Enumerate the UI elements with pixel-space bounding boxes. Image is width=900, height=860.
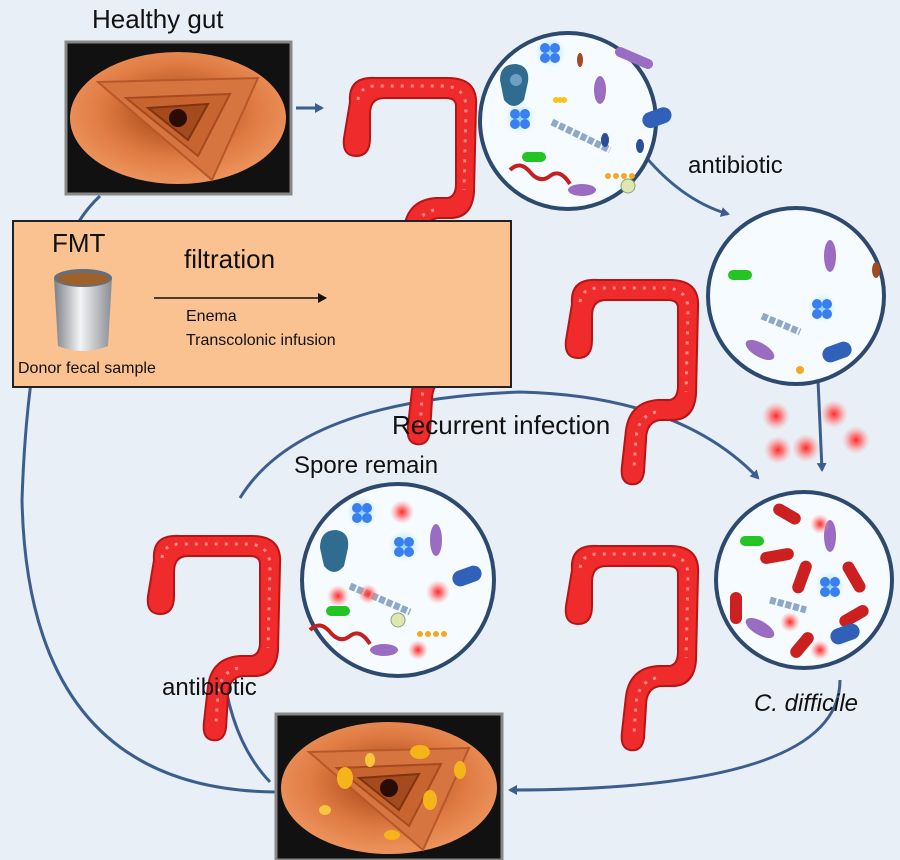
microbiome-spore-remain [300,482,496,678]
donor-cup-icon [54,269,112,351]
arrow-recurrent-infection [238,390,760,499]
donor-sample-label: Donor fecal sample [18,360,156,377]
colon-left [146,534,282,742]
microbiome-c-difficile [714,490,894,670]
antibiotic-label-bottom: antibiotic [162,674,257,701]
microbiome-healthy [478,31,672,211]
colon-middle [564,278,700,486]
floating-spores [762,400,870,464]
arrow-to-cdiff [816,379,827,472]
c-difficile-label: C. difficile [754,690,859,717]
transcolonic-label: Transcolonic infusion [186,332,336,349]
fmt-panel: FMT filtration Enema Transcolonic infusi… [12,220,512,388]
infected-gut-image [274,712,504,860]
filtration-label: filtration [184,244,276,274]
fmt-graphics [54,269,327,351]
arrow-cdiff-to-gut [508,679,842,795]
microbiome-after-antibiotic [706,206,886,386]
healthy-gut-image [64,40,293,196]
colon-right [564,544,700,752]
antibiotic-label-top: antibiotic [688,152,783,179]
recurrent-infection-label: Recurrent infection [392,410,611,440]
spore-remain-label: Spore remain [294,452,439,479]
fmt-label: FMT [52,228,106,258]
healthy-gut-label: Healthy gut [92,4,224,34]
enema-label: Enema [186,308,237,325]
